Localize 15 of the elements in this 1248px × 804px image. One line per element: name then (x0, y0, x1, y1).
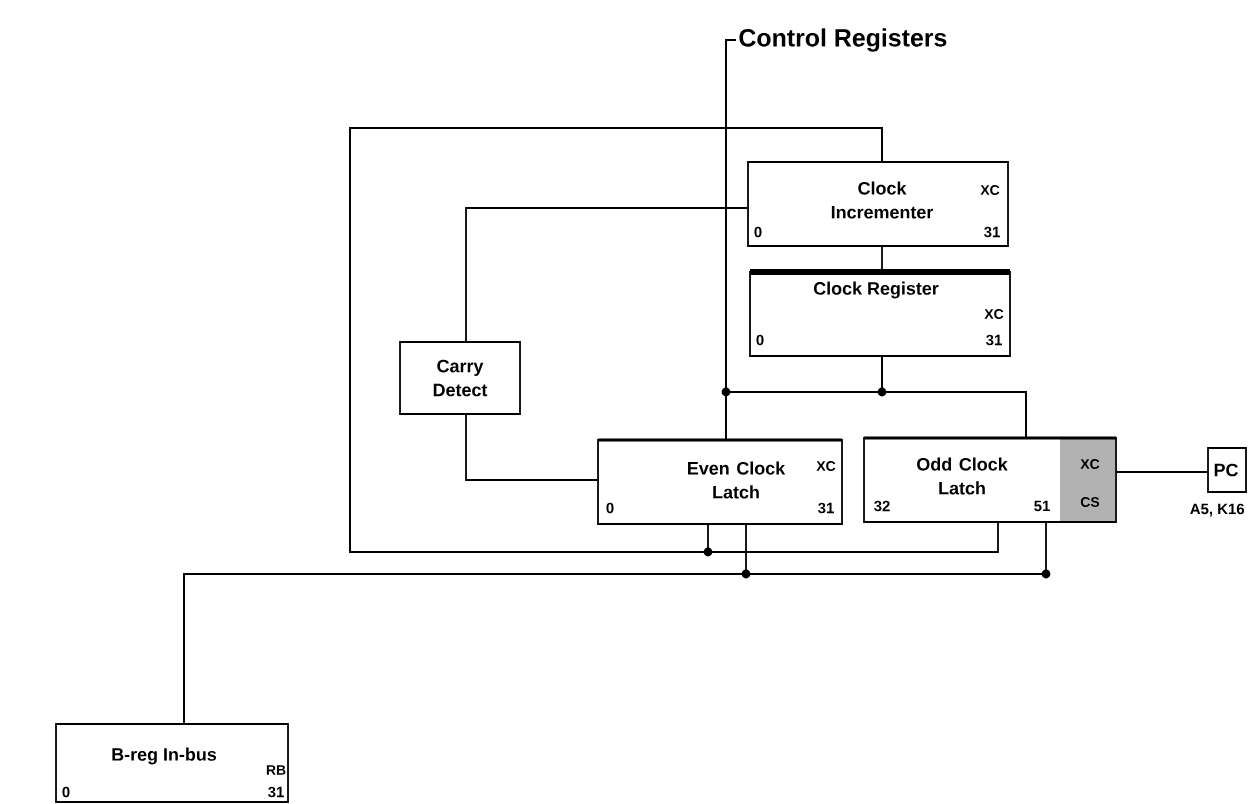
connector-line (1116, 471, 1208, 473)
connector-line (465, 414, 598, 481)
heading-label: Control Registers (739, 28, 947, 52)
register-label: B-reg In-bus (112, 747, 217, 765)
register-label: Clock Incrementer (831, 181, 934, 219)
connector-line (465, 207, 748, 342)
register-label: Carry Detect (433, 359, 488, 397)
register-label: PC (1214, 463, 1238, 477)
register-label: Clock Register (813, 281, 939, 299)
connector-line (349, 127, 999, 553)
register-label: Even Clock Latch (688, 461, 786, 499)
register-label: Odd Clock Latch (917, 457, 1008, 495)
connector-line (881, 246, 883, 272)
connector-line (881, 356, 1027, 438)
connector-line (183, 522, 1047, 724)
